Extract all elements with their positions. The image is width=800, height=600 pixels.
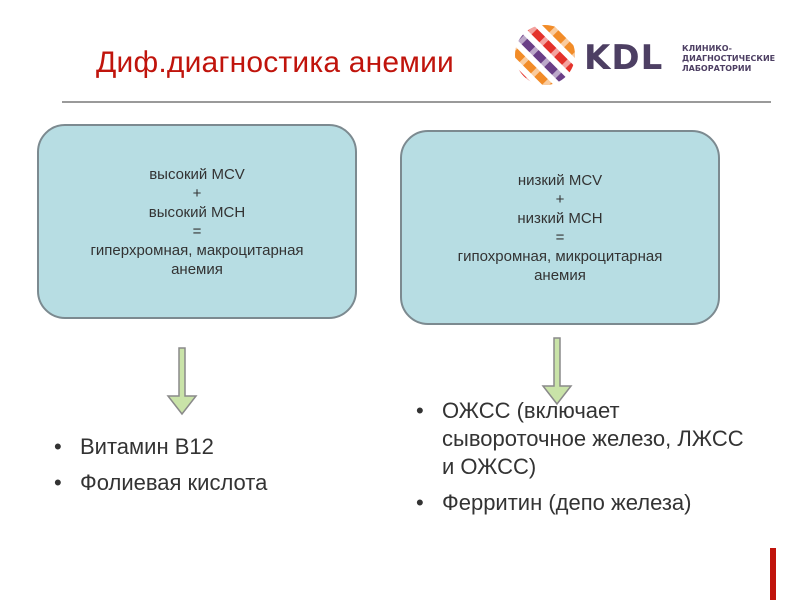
list-item-text: Ферритин (депо железа) — [442, 490, 692, 515]
box-line: низкий MCH — [517, 209, 603, 227]
box-line: + — [192, 184, 202, 202]
vitamin-test-list: • Витамин В12 • Фолиевая кислота — [54, 433, 267, 505]
hyperchromic-box: высокий MCV + высокий MCH = гиперхромная… — [37, 124, 357, 319]
box-line: низкий MCV — [517, 171, 603, 189]
box-line: высокий MCV — [149, 165, 245, 183]
bullet-icon: • — [416, 398, 424, 423]
bullet-icon: • — [54, 434, 62, 459]
bullet-icon: • — [54, 470, 62, 495]
bullet-icon: • — [416, 490, 424, 515]
box-line: гиперхромная, макроцитарная — [90, 241, 304, 259]
logo-brand: KDL — [584, 38, 664, 78]
logo-subtitle-line: КЛИНИКО- — [682, 44, 732, 53]
logo-subtitle-line: ЛАБОРАТОРИИ — [682, 64, 752, 73]
box-line: высокий MCH — [148, 203, 246, 221]
kdl-logo-icon — [515, 25, 575, 85]
iron-test-list: • ОЖСС (включает сывороточное железо, ЛЖ… — [416, 397, 746, 525]
list-item: • Ферритин (депо железа) — [416, 489, 746, 517]
list-item-text: Витамин В12 — [80, 434, 214, 459]
list-item: • Фолиевая кислота — [54, 469, 267, 497]
arrow-down-icon — [541, 337, 573, 406]
logo-subtitle-line: ДИАГНОСТИЧЕСКИЕ — [682, 54, 776, 63]
title-divider — [62, 101, 771, 103]
kdl-logo: KDL КЛИНИКО- ДИАГНОСТИЧЕСКИЕ ЛАБОРАТОРИИ — [514, 24, 784, 88]
arrow-down-icon — [166, 347, 198, 416]
corner-accent-bar — [770, 548, 776, 600]
logo-subtitle: КЛИНИКО- ДИАГНОСТИЧЕСКИЕ ЛАБОРАТОРИИ — [682, 44, 792, 74]
box-line: = — [555, 228, 565, 246]
hypochromic-box: низкий MCV + низкий MCH = гипохромная, м… — [400, 130, 720, 325]
box-line: анемия — [171, 260, 223, 278]
list-item-text: Фолиевая кислота — [80, 470, 268, 495]
box-line: гипохромная, микроцитарная — [457, 247, 663, 265]
list-item: • ОЖСС (включает сывороточное железо, ЛЖ… — [416, 397, 746, 481]
list-item: • Витамин В12 — [54, 433, 267, 461]
box-line: + — [555, 190, 565, 208]
list-item-text: ОЖСС (включает сывороточное железо, ЛЖСС… — [442, 398, 744, 479]
box-line: = — [192, 222, 202, 240]
box-line: анемия — [534, 266, 586, 284]
slide-title: Диф.диагностика анемии — [96, 46, 455, 79]
